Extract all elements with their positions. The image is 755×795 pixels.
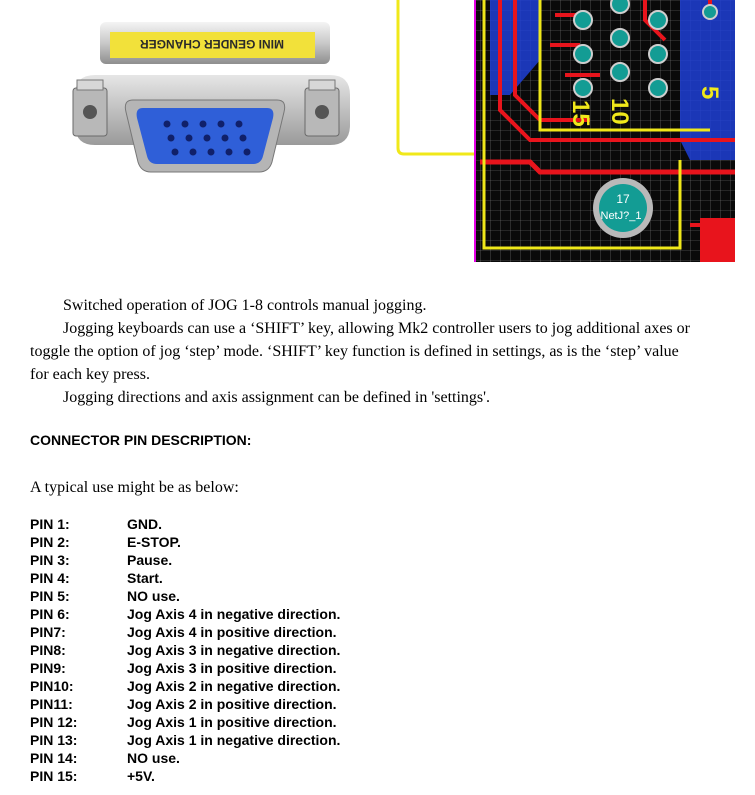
paragraph-jog-settings: Jogging directions and axis assignment c… (63, 389, 491, 406)
pin-label: PIN 2: (30, 534, 70, 550)
pin-label: PIN 12: (30, 714, 78, 730)
pin-label: PIN9: (30, 660, 66, 676)
pin-description: Start. (127, 570, 163, 586)
pin-label: PIN 4: (30, 570, 70, 586)
pin-label: PIN 1: (30, 516, 70, 532)
pin-label: PIN 13: (30, 732, 78, 748)
pin-label: PIN7: (30, 624, 66, 640)
pin-description: GND. (127, 516, 162, 532)
pin-description: +5V. (127, 768, 155, 784)
pcb-layout-figure: 5 10 15 17 NetJ?_1 (396, 0, 735, 262)
pin-description: Jog Axis 3 in positive direction. (127, 660, 337, 676)
pin-description: Jog Axis 1 in negative direction. (127, 732, 341, 748)
connector-pads (573, 0, 718, 98)
pin-description: Jog Axis 3 in negative direction. (127, 642, 341, 658)
vga-socket-holes (163, 120, 251, 156)
pin-number-10: 10 (606, 98, 633, 125)
pin-label: PIN 14: (30, 750, 78, 766)
photo-label-text: MINI GENDER CHANGER (140, 37, 284, 51)
left-screw (72, 79, 108, 137)
pin-label: PIN 15: (30, 768, 78, 784)
pin-label: PIN10: (30, 678, 74, 694)
pin-description: Jog Axis 1 in positive direction. (127, 714, 337, 730)
right-screw (304, 79, 340, 137)
pin-description: NO use. (127, 588, 180, 604)
pin-description: Jog Axis 2 in positive direction. (127, 696, 337, 712)
pin-number-15: 15 (567, 100, 594, 127)
mounting-pad: 17 NetJ?_1 (593, 178, 653, 238)
pin-label: PIN 5: (30, 588, 70, 604)
pin-description: NO use. (127, 750, 180, 766)
pin-label: PIN11: (30, 696, 73, 712)
paragraph-jog-controls: Switched operation of JOG 1-8 controls m… (63, 297, 427, 314)
paragraph-shift-key-line2: toggle the option of jog ‘step’ mode. ‘S… (30, 343, 679, 360)
paragraph-shift-key-line1: Jogging keyboards can use a ‘SHIFT’ key,… (63, 320, 690, 337)
pin-label: PIN 3: (30, 552, 70, 568)
pin-description: Jog Axis 2 in negative direction. (127, 678, 341, 694)
pin-label: PIN 6: (30, 606, 70, 622)
pad-net-label: NetJ?_1 (601, 210, 642, 222)
paragraph-shift-key-line3: for each key press. (30, 366, 150, 383)
pin-label: PIN8: (30, 642, 66, 658)
pin-description: Jog Axis 4 in negative direction. (127, 606, 341, 622)
section-heading: CONNECTOR PIN DESCRIPTION: (30, 432, 252, 448)
pin-description: E-STOP. (127, 534, 181, 550)
pin-number-5: 5 (696, 86, 723, 99)
intro-text: A typical use might be as below: (30, 479, 239, 496)
pin-description: Pause. (127, 552, 173, 568)
pad-number: 17 (616, 192, 630, 206)
pin-description: Jog Axis 4 in positive direction. (127, 624, 337, 640)
gender-changer-photo: MINI GENDER CHANGER (72, 22, 350, 173)
